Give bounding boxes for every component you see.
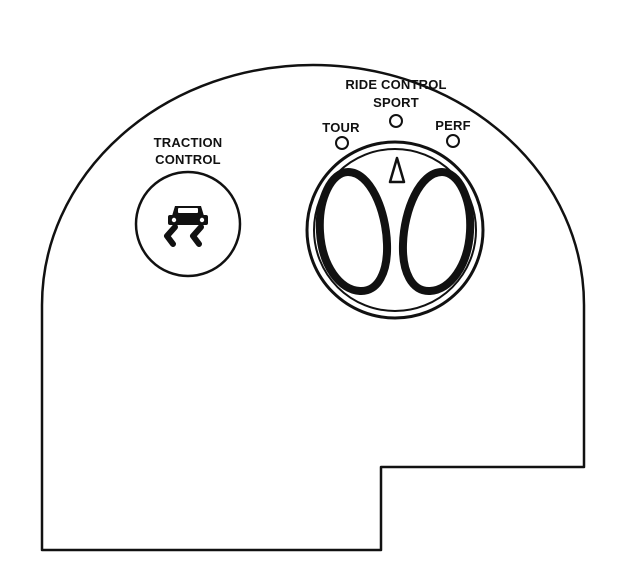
ride-mode-indicator-sport	[389, 114, 403, 128]
ride-mode-label-tour: TOUR	[322, 120, 360, 135]
panel-outline	[40, 63, 586, 552]
traction-control-label-line1: TRACTION	[154, 135, 223, 150]
ride-control-knob-inner-ring[interactable]	[313, 148, 477, 312]
knob-grip-right[interactable]	[398, 168, 475, 295]
ride-control-title: RIDE CONTROL	[345, 77, 446, 92]
ride-mode-indicator-tour	[335, 136, 349, 150]
ride-mode-label-perf: PERF	[435, 118, 470, 133]
pointer-triangle-icon	[388, 156, 406, 184]
ride-control-knob[interactable]	[305, 140, 485, 320]
knob-grip-left[interactable]	[315, 168, 392, 295]
skidding-car-icon	[164, 206, 208, 247]
ride-mode-indicator-perf	[446, 134, 460, 148]
ride-mode-label-sport: SPORT	[373, 95, 419, 110]
traction-control-button[interactable]	[134, 170, 242, 278]
traction-control-label-line2: CONTROL	[155, 152, 221, 167]
